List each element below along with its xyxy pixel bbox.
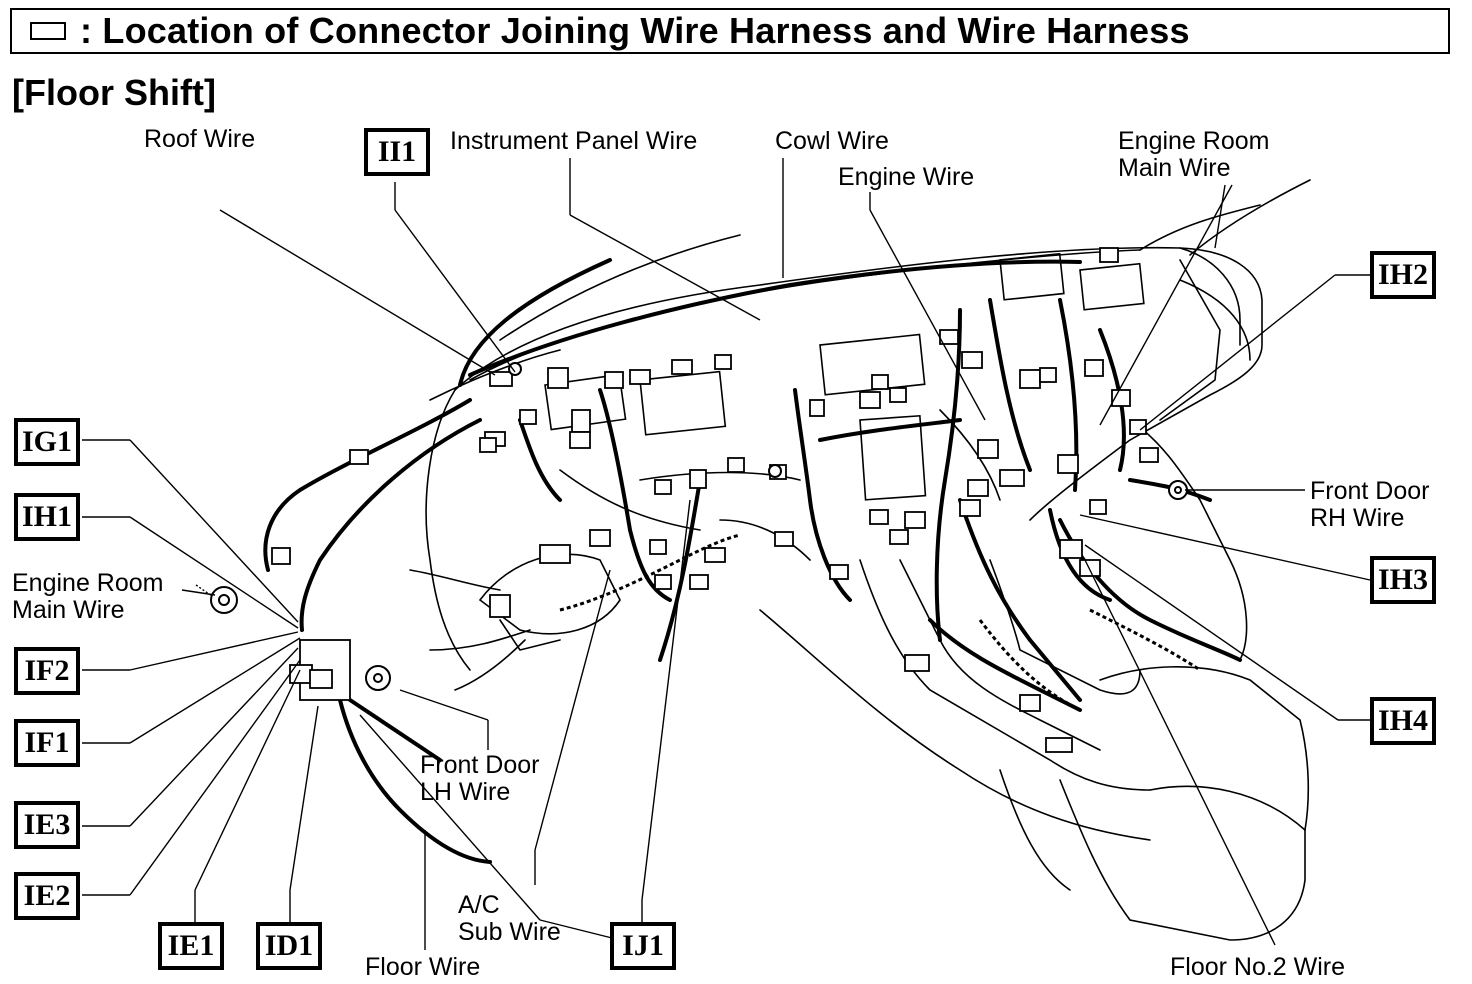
label-engine-wire: Engine Wire	[838, 163, 975, 191]
main-harness-top	[468, 259, 1082, 377]
section-title: [Floor Shift]	[12, 72, 216, 113]
label-roof-wire: Roof Wire	[144, 125, 256, 153]
connector-code-ih2: IH2	[1370, 251, 1436, 299]
connector-code-ih3: IH3	[1370, 556, 1436, 604]
label-front-door-rh-wire: Front Door RH Wire	[1310, 477, 1430, 532]
label-cowl-wire: Cowl Wire	[775, 127, 889, 155]
connector-code-ii1: II1	[364, 128, 430, 176]
label-floor-wire: Floor Wire	[365, 953, 481, 981]
label-floor-no2-wire: Floor No.2 Wire	[1170, 953, 1346, 981]
connector-code-id1: ID1	[256, 922, 322, 970]
connector-code-ie2: IE2	[14, 872, 80, 920]
connector-code-ih4: IH4	[1370, 697, 1436, 745]
dashboard-outline	[454, 246, 1263, 521]
connector-code-ij1: IJ1	[610, 922, 676, 970]
rectangle-icon	[30, 22, 66, 40]
connector-code-if1: IF1	[14, 719, 80, 767]
connector-code-ie3: IE3	[14, 801, 80, 849]
connector-code-ig1: IG1	[14, 418, 80, 466]
connector-code-ih1: IH1	[14, 493, 80, 541]
label-ac-sub-wire: A/C Sub Wire	[458, 891, 561, 946]
connector-code-if2: IF2	[14, 647, 80, 695]
center-console-outline	[859, 559, 1151, 791]
page-header: : Location of Connector Joining Wire Har…	[10, 8, 1450, 54]
label-front-door-lh-wire: Front Door LH Wire	[420, 751, 540, 806]
label-engine-room-main-wire-left: Engine Room Main Wire	[12, 569, 164, 624]
connector-code-ie1: IE1	[158, 922, 224, 970]
page-title: : Location of Connector Joining Wire Har…	[80, 10, 1190, 51]
label-engine-room-main-wire-right: Engine Room Main Wire	[1118, 127, 1270, 182]
label-instrument-panel-wire: Instrument Panel Wire	[450, 127, 698, 155]
